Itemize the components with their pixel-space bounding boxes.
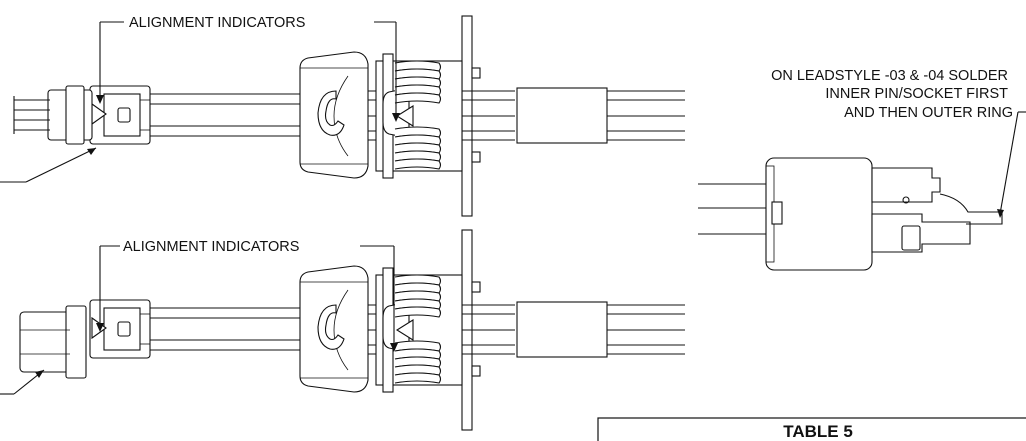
top-connector-assembly — [0, 16, 685, 216]
alignment-indicators-label-bottom: ALIGNMENT INDICATORS — [123, 239, 299, 255]
table-title: TABLE 5 — [783, 422, 853, 441]
table-5: TABLE 5 — [597, 417, 1026, 441]
bottom-connector-assembly — [0, 230, 685, 430]
note-line-2: INNER PIN/SOCKET FIRST — [825, 86, 1008, 102]
detail-connector — [698, 111, 1026, 271]
note-line-3: AND THEN OUTER RING — [844, 105, 1013, 121]
alignment-indicators-label-top: ALIGNMENT INDICATORS — [129, 15, 305, 31]
note-line-1: ON LEADSTYLE -03 & -04 SOLDER — [771, 68, 1008, 84]
